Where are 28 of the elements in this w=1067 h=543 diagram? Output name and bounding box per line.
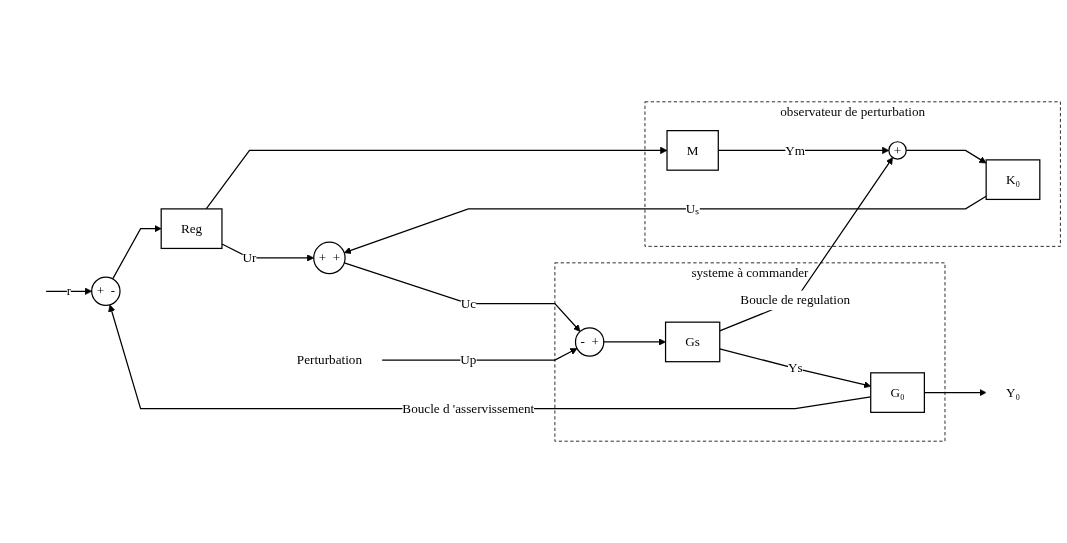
edge-label: Up — [460, 352, 477, 367]
node-box: M — [666, 130, 719, 171]
arrow — [45, 287, 93, 295]
edge-label: Ym — [785, 143, 806, 157]
node-text: Y₀ — [1005, 385, 1021, 400]
edge-label: Uₛ — [685, 201, 700, 216]
edge-label: Boucle de regulation — [740, 292, 851, 307]
node-box: Reg — [160, 208, 223, 250]
node-circle: + + — [313, 241, 346, 275]
node-box: G₀ — [870, 372, 925, 413]
edge-label: Uc — [460, 296, 476, 311]
node-circle: + - — [91, 276, 121, 307]
node-circle: + — [888, 141, 907, 160]
arrow — [603, 338, 666, 346]
node-text: Perturbation — [296, 352, 362, 367]
edge-label: r — [66, 283, 72, 298]
edge-label: Ur — [242, 250, 257, 265]
arrow — [719, 157, 893, 332]
arrow — [343, 195, 987, 254]
node-circle: - + — [574, 327, 605, 357]
node-box: Gs — [664, 321, 721, 363]
edge-label: Boucle d 'asservissement — [402, 401, 535, 416]
arrow — [343, 262, 581, 332]
edge-label: Ys — [787, 360, 803, 375]
node-box: K₀ — [985, 159, 1041, 201]
arrow — [205, 146, 668, 210]
arrow — [381, 348, 578, 361]
arrow — [112, 225, 162, 280]
